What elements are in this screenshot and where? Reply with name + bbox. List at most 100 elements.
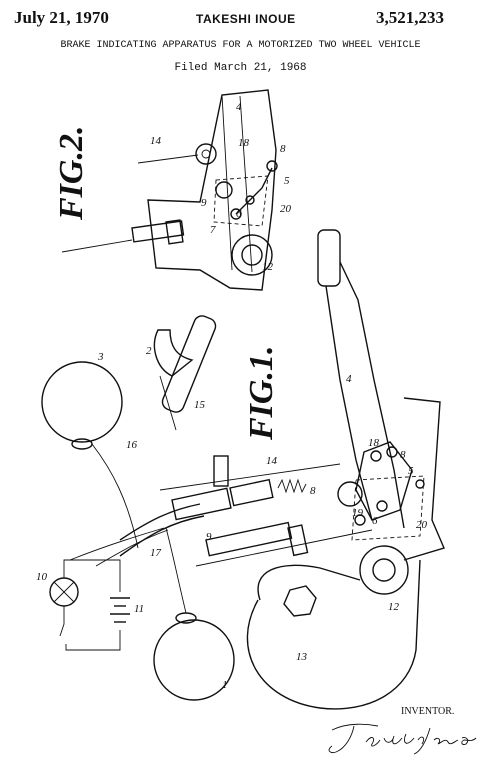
fig1-ref-8: 8 [400,449,406,461]
fig2-ref-20: 20 [280,203,292,215]
circuit-switch [59,606,65,637]
circuit-top [63,559,121,592]
patent-date: July 21, 1970 [14,8,109,27]
fig2-ref-14: 14 [150,135,162,147]
fig2-pin-6 [230,208,242,220]
wire-battery-b [95,529,169,567]
circuit-bottom [65,630,121,651]
fig2-ref-8: 8 [280,143,286,155]
fig1-ref-15: 15 [194,399,206,411]
hand-lever-cable [159,375,177,431]
fig1-ref-9: 9 [206,531,212,543]
lower-cable-nut [287,524,309,557]
fig1-ref-13: 13 [296,651,308,663]
pin-6 [376,500,388,512]
hand-lever-2 [153,329,194,377]
handle-grip-15 [161,315,217,413]
brake-pedal-arm-left [325,285,373,521]
fig1-ref-8b: 8 [310,485,316,497]
lower-cable-housing [205,521,293,557]
fig2-bolt [195,143,217,165]
cable-14 [159,463,341,491]
fig2-bolt-hole [201,149,211,159]
pivot-12-outer [359,545,409,595]
lamp-1 [153,619,235,701]
spring-8 [277,478,307,494]
fig2-link [235,167,273,215]
switch-9 [171,487,232,521]
fig2-pivot-outer [231,234,273,276]
pin-18 [370,450,382,462]
fig1-ref-11: 11 [134,603,144,615]
fig1-ref-20: 20 [416,519,428,531]
fig1-ref-18: 18 [368,437,380,449]
wire-17 [165,527,187,614]
fig1-ref-3: 3 [97,351,104,363]
fig2-cable-14 [137,154,199,164]
fig1-ref-5: 5 [408,465,414,477]
inventor-label: INVENTOR. [401,706,455,717]
hidden-lines [351,475,425,541]
fig1-ref-4: 4 [346,373,352,385]
fig2-ref-7: 7 [210,224,216,236]
fig2-ref-6: 6 [236,208,242,220]
fig1-ref-6: 6 [372,515,378,527]
fig2-ref-18: 18 [238,137,250,149]
engine-bolt [283,585,317,617]
indicator-10-cross-b [53,581,75,603]
switch-body-9 [337,481,363,507]
filing-date: Filed March 21, 1968 [174,62,307,74]
fig1-ref-19: 19 [352,507,364,519]
brake-pedal-pad [317,229,341,287]
clamp-nut [213,455,229,487]
brake-pedal-arm-right [339,261,405,529]
fig2-label: FIG.2. [53,126,90,221]
fig2-ref-12: 12 [262,261,274,273]
fig2-nut [165,219,184,245]
fig1-ref-17: 17 [150,547,162,559]
pin-right [415,479,425,489]
wire-16 [91,443,139,549]
switch-cap [229,478,274,507]
engine-case-13 [246,559,421,710]
fig2-pivot-inner [241,244,263,266]
frame-bracket [403,397,445,561]
lamp-3 [41,361,123,443]
patent-number: 3,521,233 [376,8,444,27]
lamp-3-socket [71,438,93,450]
fig2-pin-7 [245,195,255,205]
fig1-ref-14: 14 [266,455,278,467]
pin-19 [354,514,366,526]
lower-cable [195,529,373,567]
fig1-ref-1: 1 [222,679,228,691]
frame-lower [257,564,361,601]
linkage-plate-5 [355,441,413,521]
fig2-lever-arm-edge [239,95,253,273]
fig2-drawing: FIG.2. 4 14 18 8 5 9 6 7 20 12 [53,89,292,291]
fig1-ref-16: 16 [126,439,138,451]
fig1-drawing: FIG.1. [36,229,445,710]
signature-stroke [328,723,477,755]
fig1-ref-2: 2 [146,345,152,357]
fig2-switch-9 [215,181,233,199]
cable-housing-lower [119,515,205,557]
fig2-frame [147,89,277,291]
fig2-hidden-edge [213,175,269,227]
fig1-label: FIG.1. [243,346,280,441]
wire-battery-a [69,527,165,561]
fig2-ref-9: 9 [201,197,207,209]
pin-8 [386,446,398,458]
pivot-12-inner [372,558,396,582]
patent-title: BRAKE INDICATING APPARATUS FOR A MOTORIZ… [60,40,421,51]
fig2-cable [61,239,133,253]
fig2-ref-5: 5 [284,175,290,187]
inventor-signature [328,723,477,755]
fig2-ref-4: 4 [236,101,242,113]
fig1-ref-10: 10 [36,571,48,583]
fig1-ref-12: 12 [388,601,400,613]
inventor-name: TAKESHI INOUE [196,12,296,26]
cable-housing-upper [119,503,201,541]
fig2-cable-housing [131,220,185,243]
